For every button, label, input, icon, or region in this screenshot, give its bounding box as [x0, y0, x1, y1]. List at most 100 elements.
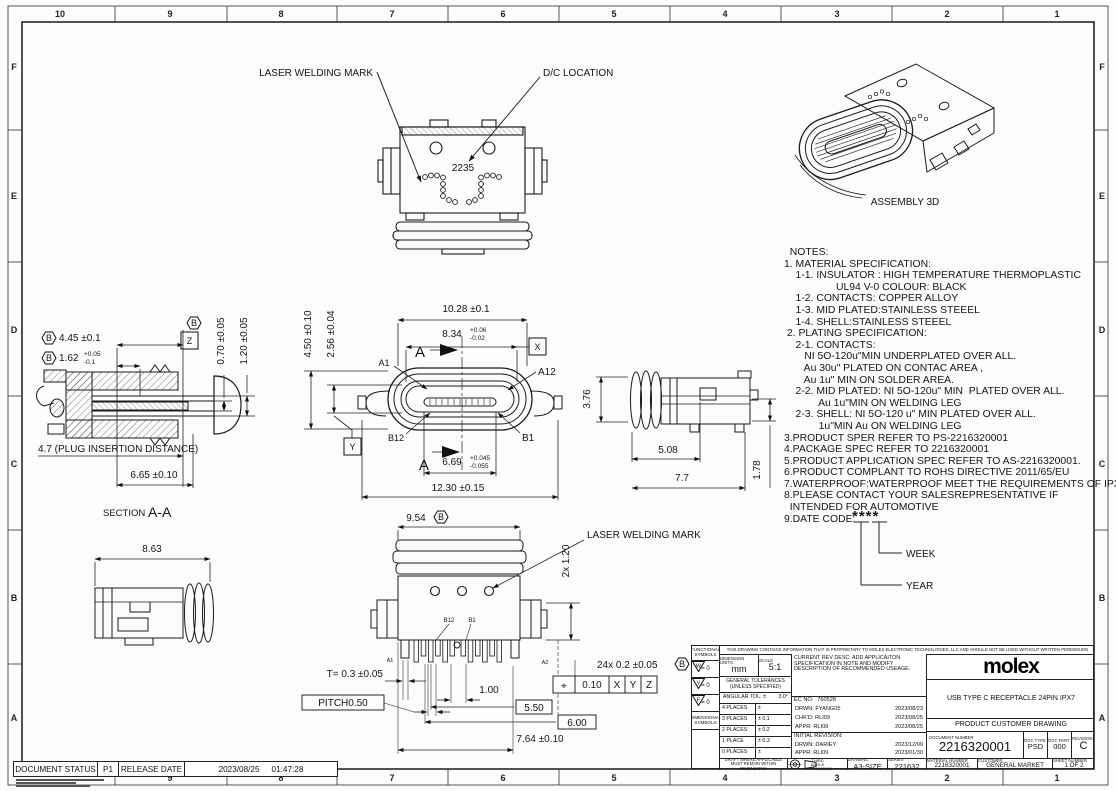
datum-b-symbol: B: [438, 512, 444, 522]
series-label: SERIES: [888, 758, 904, 763]
section-arrow-a-bottom: A: [419, 457, 429, 474]
zone-right: B: [1099, 593, 1106, 603]
year-label: YEAR: [906, 581, 933, 592]
front-view: 10.28 ±0.1 8.34 +0.06 -0.02 4.50 ±0.10 2…: [303, 304, 628, 500]
dim-t-thickness: T= 0.3 ±0.05: [327, 669, 384, 680]
document-number-value: 2216320001: [938, 739, 1012, 755]
zone-top: 7: [389, 9, 394, 19]
document-number-cell: DOCUMENT NUMBER 2216320001: [926, 731, 1023, 758]
assembly-3d-view: ASSEMBLY 3D: [794, 63, 996, 208]
laser-weld-dots: [422, 172, 502, 205]
pin-label-b1-bottom: B1: [468, 618, 476, 624]
dim-2-56: 2.56 ±0.04: [326, 310, 337, 358]
dim-10-28: 10.28 ±0.1: [442, 304, 490, 315]
zone-left: E: [11, 191, 17, 201]
laser-welding-mark-label-bottom: LASER WELDING MARK: [587, 530, 701, 541]
pin-label-b12-bottom: B12: [444, 618, 455, 624]
initial-drawn-row: DRWN: DARIEY 2023/12/09: [791, 741, 926, 750]
zone-bottom: 3: [834, 773, 839, 783]
initial-approved-date: 2023/01/30: [895, 750, 923, 757]
pin-label-a12: A12: [538, 367, 556, 378]
sheet-number-value: 1 OF 2: [1064, 762, 1084, 770]
zone-right: E: [1099, 191, 1105, 201]
symbol-v: V = 0: [692, 677, 719, 694]
zone-right: C: [1099, 459, 1106, 469]
molex-logo: molex: [926, 654, 1095, 679]
symbol-w: W = 0: [692, 660, 719, 677]
datum-b-symbol: B: [191, 318, 197, 328]
drawing-size-value: A3-SIZE: [853, 761, 882, 770]
zone-top: 10: [55, 9, 65, 19]
dim-6-65: 6.65 ±0.10: [130, 470, 178, 481]
angular-tolerance-row: ANGULAR TOL. ± 3.0°: [719, 692, 791, 703]
tol-0-places-label: 0 PLACES: [719, 747, 755, 758]
zone-left: A: [11, 713, 18, 723]
dim-1-62: 1.62: [59, 353, 79, 364]
section-aa-label: A-A: [148, 504, 172, 520]
dim-0-70: 0.70 ±0.05: [216, 317, 227, 365]
section-aa-label-prefix: SECTION: [103, 508, 145, 519]
zone-top: 1: [1054, 9, 1059, 19]
assembly-3d-label: ASSEMBLY 3D: [871, 197, 940, 208]
dim-pitch: PITCH0.50: [318, 698, 368, 709]
third-angle-projection: THIRD ANGLE PROJECTION: [787, 758, 847, 770]
tol-2-places-label: 2 PLACES: [719, 725, 755, 736]
functional-symbols-header: FUNCTIONAL SYMBOLS: [692, 647, 719, 657]
draft-note: DRAFT WHERE APPLICABLE MUST REMAIN WITHI…: [719, 758, 787, 770]
pin-label-a1: A1: [378, 358, 389, 368]
drawing-size-cell: DRAWING A3-SIZE: [847, 758, 887, 770]
dim-4-50: 4.50 ±0.10: [303, 310, 314, 358]
ec-no-label: EC NO:: [794, 697, 814, 704]
dim-8-34: 8.34: [442, 329, 462, 340]
tol-4-places-label: 4 PLACES: [719, 703, 755, 714]
zone-bottom: 4: [722, 773, 727, 783]
customer-value: GENERAL MARKET: [986, 762, 1044, 770]
series-cell: SERIES 221632: [887, 758, 926, 770]
document-status-bar: DOCUMENT STATUS P1 RELEASE DATE 2023/08/…: [13, 761, 338, 777]
laser-welding-mark-label: LASER WELDING MARK: [259, 68, 373, 79]
current-rev-desc: CURRENT REV DESC: ADD APPLICAITON SPECIF…: [791, 654, 926, 696]
symbol-v-value: = 0: [701, 682, 710, 689]
zone-left: C: [11, 459, 18, 469]
zone-left: D: [11, 325, 18, 335]
dim-8-63: 8.63: [142, 544, 162, 555]
tol-1-place-label: 1 PLACE: [719, 736, 755, 747]
dim-7-7: 7.7: [675, 473, 689, 484]
notes-block: NOTES: 1. MATERIAL SPECIFICATION: 1-1. I…: [784, 247, 1116, 525]
zone-bottom: 6: [500, 773, 505, 783]
drawing-label: DRAWING: [848, 758, 869, 763]
dim-24x: 24x 0.2 ±0.05: [597, 660, 658, 671]
material-number-cell: MATERIAL NUMBER 2216320001: [926, 758, 977, 770]
dim-12-30: 12.30 ±0.15: [432, 483, 485, 494]
third-angle-icon: [788, 759, 817, 770]
datum-y-box: Y: [349, 442, 355, 452]
checked-date: 2023/08/25: [895, 714, 923, 721]
fcf-tolerance: 0.10: [582, 680, 602, 691]
zone-top: 6: [500, 9, 505, 19]
doc-type-value: PSD: [1027, 742, 1044, 752]
customer-label: CUSTOMER: [978, 758, 1003, 764]
dim-1-00: 1.00: [479, 685, 499, 696]
top-view: 2235 LASER WELDING MARK D/C LOCATION: [259, 68, 613, 255]
scale-cell: SCALE 5:1: [758, 654, 791, 676]
sheet-number-label: SHEET NUMBER: [1053, 758, 1088, 764]
dim-7-64: 7.64 ±0.10: [516, 734, 564, 745]
dim-1-62-tol-minus: -0.1: [84, 359, 96, 366]
revision-value: C: [1079, 740, 1088, 753]
zone-labels: 10 9 8 7 6 5 4 3 2 1 9 8 7 6 5 4 3 2 1 F…: [11, 9, 1106, 783]
sheet-number-cell: SHEET NUMBER 1 OF 2: [1052, 758, 1095, 770]
release-date-label: RELEASE DATE: [119, 762, 185, 776]
left-side-view: 8.63: [94, 544, 214, 646]
datum-b-symbol: B: [46, 353, 52, 363]
pin-label-b1: B1: [522, 433, 535, 444]
tol-0-places-value: ±: [755, 747, 791, 758]
fcf-datum-x: X: [614, 680, 621, 691]
dim-6-00: 6.00: [567, 718, 587, 729]
angular-tol-value: 3.0°: [778, 694, 788, 701]
date-code-marking: 2235: [452, 163, 475, 174]
scale-value: 5:1: [768, 661, 782, 672]
document-status-value: P1: [98, 762, 119, 776]
revision-label: REVISION: [1072, 736, 1093, 742]
scale-label: SCALE: [759, 657, 774, 663]
